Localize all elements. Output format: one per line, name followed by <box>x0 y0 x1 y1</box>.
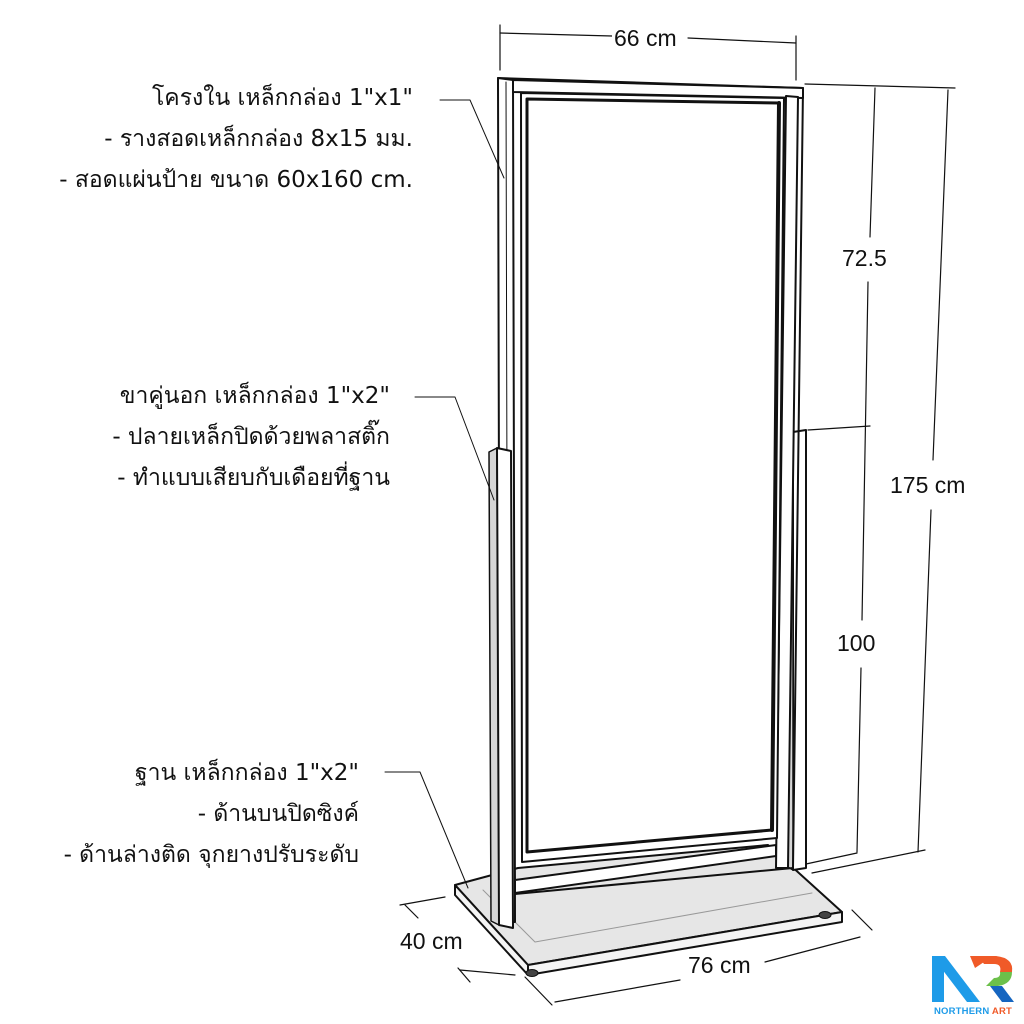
nr-logo-icon <box>932 956 1014 1002</box>
dimension-base <box>399 896 873 1006</box>
dimension-label-base-depth: 40 cm <box>398 928 465 955</box>
left-outer-leg <box>488 447 514 929</box>
logo-text-primary: NORTHERN <box>933 1006 990 1017</box>
annotation-base: ฐาน เหล็กกล่อง 1"x2" - ด้านบนปิดซิงค์ - … <box>64 753 359 876</box>
dimension-frame-width <box>499 24 797 81</box>
annotation-line: - สอดแผ่นป้าย ขนาด 60x160 cm. <box>59 167 413 193</box>
annotation-line: - ปลายเหล็กปิดด้วยพลาสติ๊ก <box>112 424 390 450</box>
logo-text: NORTHERN ART <box>928 1006 1018 1017</box>
inner-frame <box>497 77 804 923</box>
northern-art-logo: NORTHERN ART <box>928 948 1018 1020</box>
dimension-label-upper-height: 72.5 <box>840 245 889 272</box>
dimension-label-frame-width: 66 cm <box>612 25 679 52</box>
annotation-title: โครงใน เหล็กกล่อง 1"x1" <box>151 85 413 111</box>
annotation-line: - รางสอดเหล็กกล่อง 8x15 มม. <box>104 126 413 152</box>
leader-lines <box>384 99 505 889</box>
annotation-line: - ทำแบบเสียบกับเดือยที่ฐาน <box>117 465 390 491</box>
dimension-label-leg-height: 100 <box>835 630 878 657</box>
logo-text-secondary: ART <box>991 1006 1013 1017</box>
annotation-title: ฐาน เหล็กกล่อง 1"x2" <box>134 760 359 786</box>
annotation-line: - ด้านบนปิดซิงค์ <box>197 801 359 827</box>
dimension-label-base-width: 76 cm <box>686 952 753 979</box>
annotation-outer-legs: ขาคู่นอก เหล็กกล่อง 1"x2" - ปลายเหล็กปิด… <box>112 376 390 499</box>
dimension-heights <box>804 83 956 874</box>
dimension-label-total-height: 175 cm <box>888 472 968 499</box>
annotation-inner-frame: โครงใน เหล็กกล่อง 1"x1" - รางสอดเหล็กกล่… <box>59 78 413 201</box>
annotation-line: - ด้านล่างติด จุกยางปรับระดับ <box>63 842 359 868</box>
annotation-title: ขาคู่นอก เหล็กกล่อง 1"x2" <box>119 383 390 409</box>
